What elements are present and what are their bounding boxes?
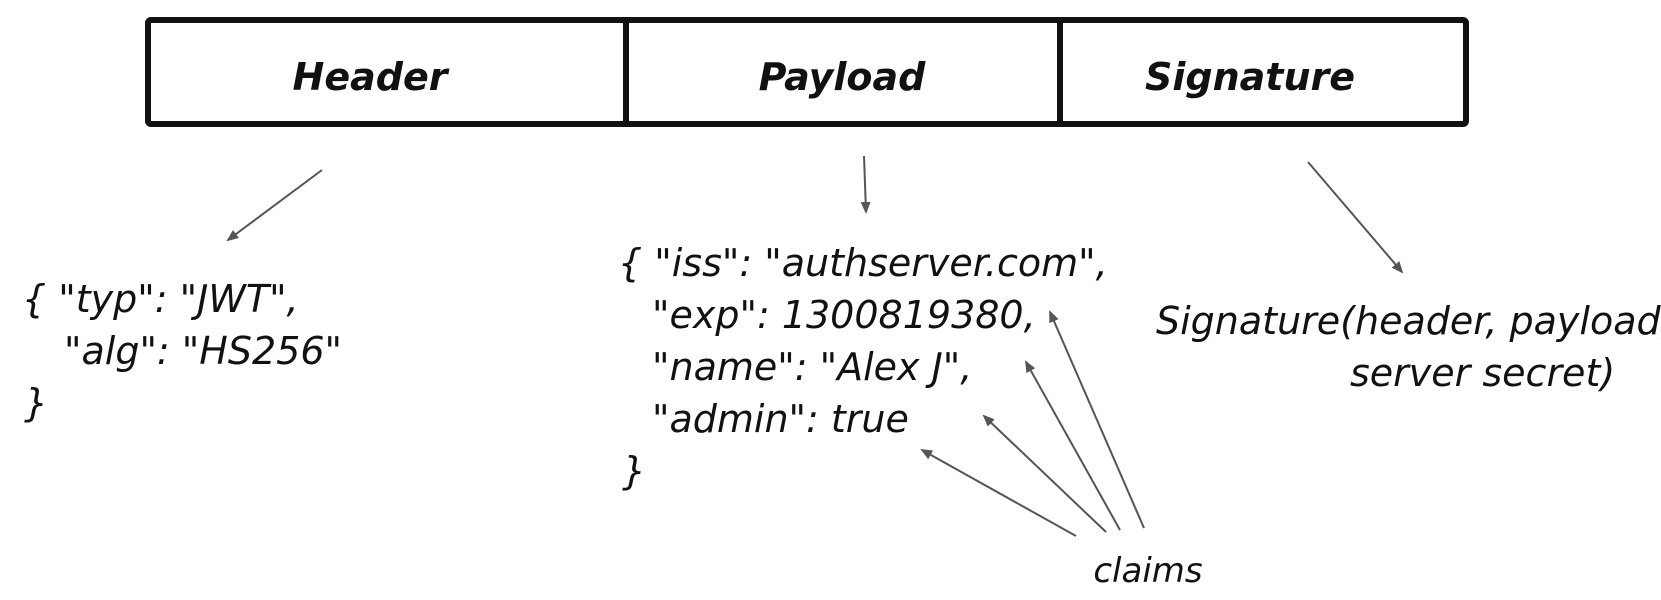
- signature-formula-block: Signature(header, payload, server secret…: [1156, 299, 1661, 395]
- signature-formula-line-2: server secret): [1350, 351, 1615, 395]
- header-json-line-2: "alg": "HS256": [64, 329, 342, 373]
- segment-header-label: Header: [293, 55, 450, 99]
- arrow-claims-to-iss: [1049, 310, 1145, 529]
- payload-json-line-2: "exp": 1300819380,: [652, 293, 1036, 337]
- segment-payload-label: Payload: [759, 55, 926, 99]
- payload-json-block: { "iss": "authserver.com", "exp": 130081…: [618, 241, 1108, 493]
- arrow-payload-to-json: [860, 155, 871, 214]
- signature-formula-line-1: Signature(header, payload,: [1156, 299, 1661, 343]
- segment-signature-label: Signature: [1145, 55, 1355, 99]
- token-bar-outline: [145, 17, 1469, 127]
- arrow-claims-to-admin: [920, 449, 1077, 537]
- payload-json-line-1: { "iss": "authserver.com",: [618, 241, 1108, 285]
- arrow-signature-to-formula: [1307, 161, 1404, 274]
- header-json-line-1: { "typ": "JWT",: [22, 277, 299, 321]
- payload-json-line-5: }: [622, 449, 646, 493]
- arrow-header-to-json: [226, 169, 323, 242]
- header-json-block: { "typ": "JWT", "alg": "HS256" }: [22, 277, 342, 425]
- arrow-claims-to-name: [982, 414, 1107, 533]
- header-json-line-3: }: [24, 381, 48, 425]
- payload-json-line-3: "name": "Alex J",: [652, 345, 972, 389]
- payload-json-line-4: "admin": true: [652, 397, 909, 441]
- arrow-claims-to-exp: [1025, 360, 1121, 531]
- claims-label: claims: [1093, 551, 1202, 591]
- token-bar: Header Payload Signature: [145, 17, 1469, 127]
